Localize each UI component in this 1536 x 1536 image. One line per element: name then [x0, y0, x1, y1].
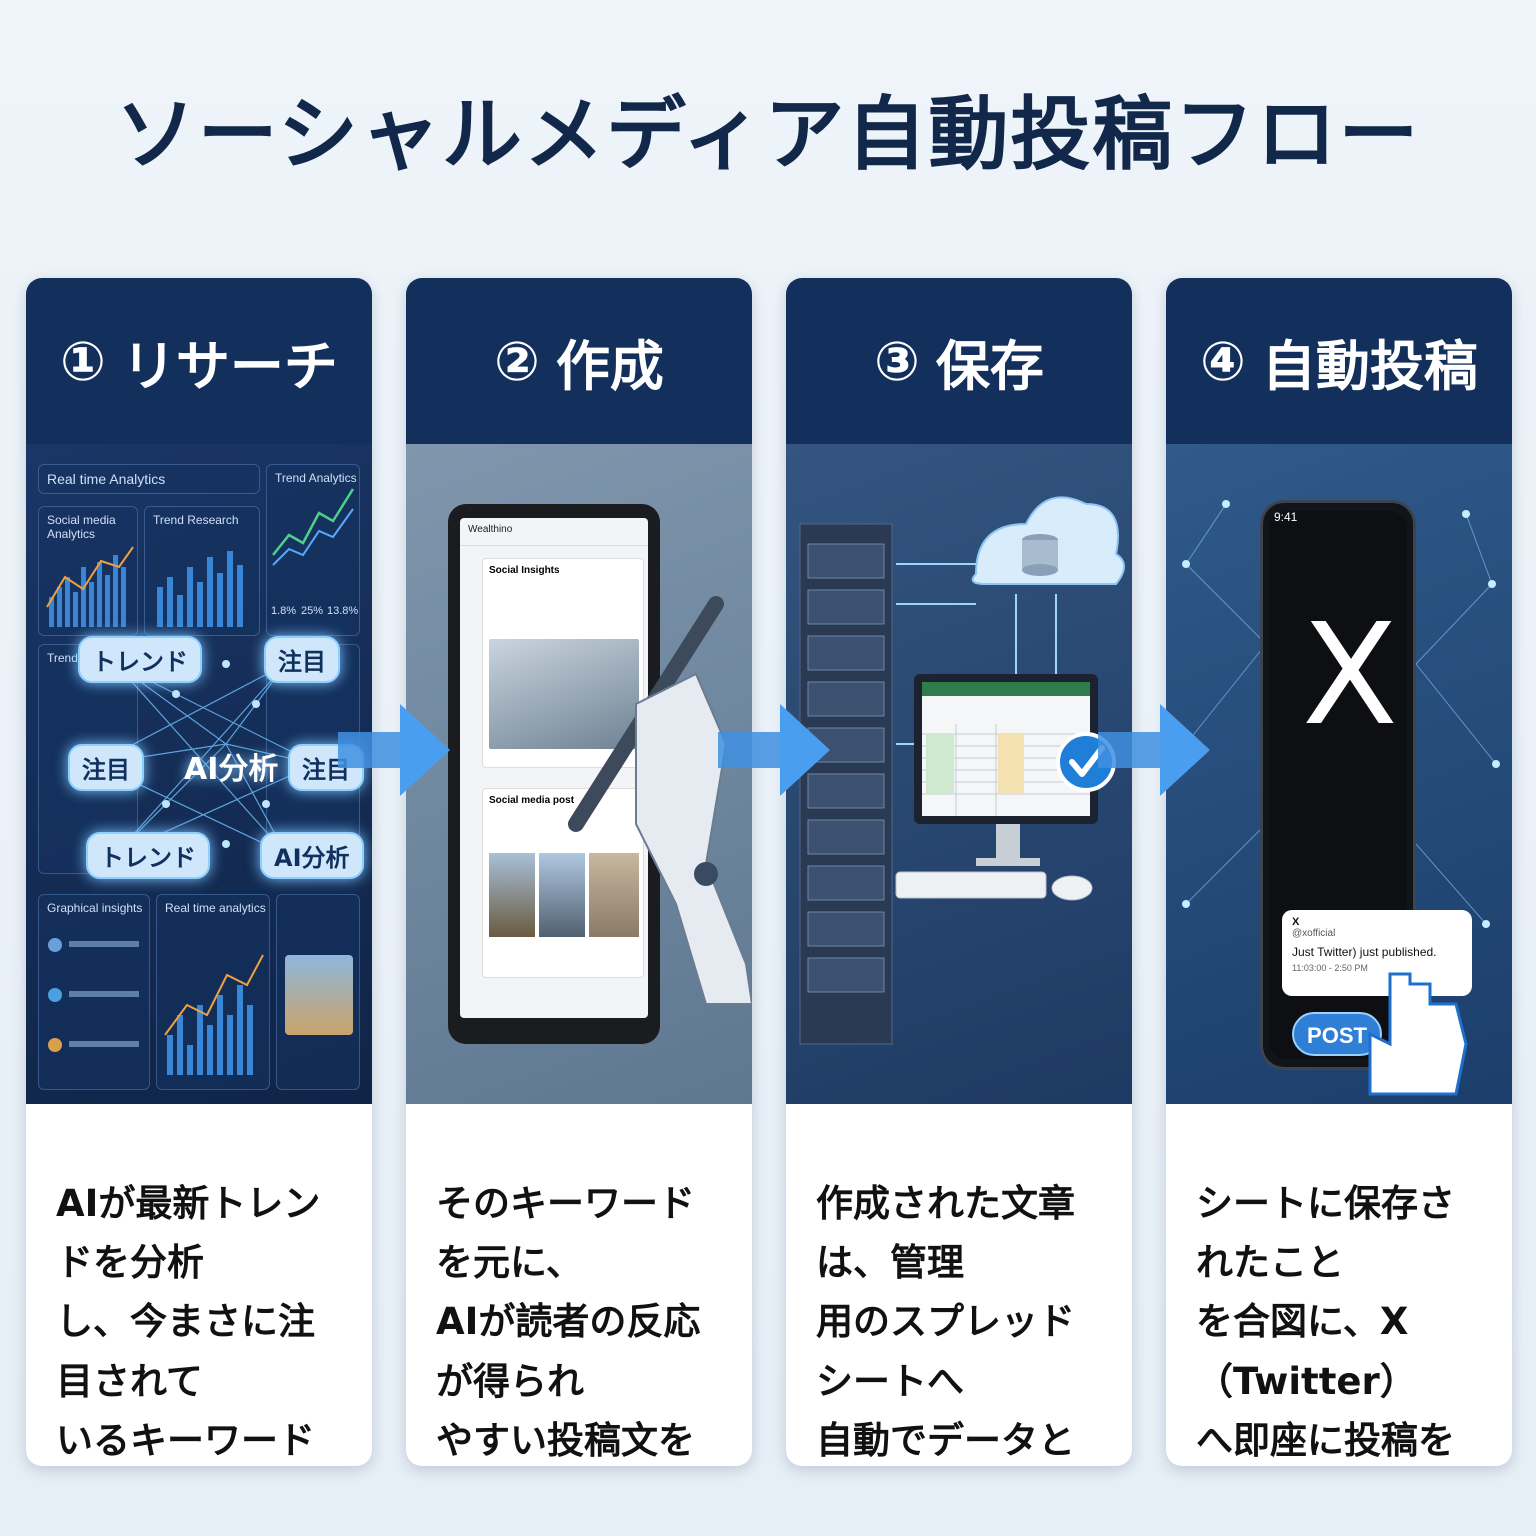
- flow-arrow-icon: [1098, 704, 1210, 796]
- step-header: ③ 保存: [786, 278, 1132, 444]
- flow-arrow-icon: [338, 704, 450, 796]
- step-header: ② 作成: [406, 278, 752, 444]
- step-card-save: ③ 保存: [786, 278, 1132, 1466]
- page-title: ソーシャルメディア自動投稿フロー: [115, 88, 1421, 181]
- description-line: へ即座に投稿を実行: [1196, 1418, 1455, 1462]
- step-card-autopost: ④ 自動投稿 9:41 X X @xofficial Just Twitter): [1166, 278, 1512, 1466]
- analytics-panel: Social media Analytics: [38, 506, 138, 636]
- list-icon: [48, 938, 139, 1052]
- keyword-chip: トレンド: [86, 832, 210, 879]
- description-line: シートに保存されたこと: [1196, 1182, 1455, 1285]
- description-line: 用のスプレッドシートへ: [816, 1300, 1075, 1403]
- app-bar: Wealthino: [460, 518, 648, 546]
- step-description: AIが最新トレンドを分析 し、今まさに注目されて いるキーワードを特定: [26, 1104, 372, 1466]
- description-line: を合図に、X（Twitter）: [1196, 1300, 1417, 1403]
- keyword-chip: 注目: [68, 744, 144, 791]
- research-visual: Real time Analytics Social media Analyti…: [26, 444, 372, 1104]
- step-description: シートに保存されたこと を合図に、X（Twitter） へ即座に投稿を実行: [1166, 1104, 1512, 1466]
- step-heading: 作成: [555, 334, 664, 398]
- ai-analysis-label: AI分析: [184, 752, 279, 787]
- keyword-chip: トレンド: [78, 636, 202, 683]
- analytics-panel: Trend Analytics 1.8% 25% 13.8%: [266, 464, 360, 636]
- network-graph-icon: [1182, 500, 1500, 928]
- panel-label: Real time analytics: [165, 901, 266, 915]
- step-heading: 保存: [935, 334, 1044, 398]
- post-card: Social Insights: [482, 558, 644, 768]
- description-line: AIが読者の反応が得られ: [436, 1300, 701, 1403]
- panel-label: Trend Research: [153, 513, 239, 527]
- step-number: ③: [874, 329, 920, 393]
- line-chart-icon: [272, 488, 355, 566]
- step-heading: 自動投稿: [1261, 334, 1478, 398]
- analytics-panel: Real time Analytics: [38, 464, 260, 494]
- create-visual: Wealthino Social Insights Social media p…: [406, 444, 752, 1104]
- description-line: やすい投稿文を自動生成: [436, 1418, 695, 1462]
- stat-value: 13.8%: [327, 605, 359, 617]
- bar-chart-icon: [157, 551, 243, 627]
- autopost-visual: 9:41 X X @xofficial Just Twitter) just p…: [1166, 444, 1512, 1104]
- city-image: [285, 955, 353, 1035]
- stat-value: 1.8%: [271, 605, 297, 617]
- post-image: [489, 853, 535, 937]
- keyword-chip: 注目: [264, 636, 340, 683]
- flow-arrow-icon: [718, 704, 830, 796]
- description-line: そのキーワードを元に、: [436, 1182, 695, 1285]
- step-card-research: ① リサーチ Real time Analytics Social media …: [26, 278, 372, 1466]
- bar-chart-icon: [164, 954, 264, 1075]
- post-notification: X @xofficial Just Twitter) just publishe…: [1282, 910, 1472, 996]
- post-image: [539, 853, 585, 937]
- post-image: [589, 853, 639, 937]
- step-number: ②: [494, 329, 540, 393]
- stat-value: 25%: [301, 605, 324, 617]
- server-cloud-icon: [799, 496, 1125, 1045]
- step-number: ①: [60, 329, 106, 393]
- panel-label: Real time Analytics: [47, 471, 166, 487]
- post-card: Social media post: [482, 788, 644, 978]
- analytics-panel: [276, 894, 360, 1090]
- step-description: 作成された文章は、管理 用のスプレッドシートへ 自動でデータとして蓄積: [786, 1104, 1132, 1466]
- description-line: 作成された文章は、管理: [816, 1182, 1075, 1285]
- notification-text: Just Twitter) just published.: [1292, 945, 1437, 959]
- description-line: AIが最新トレンドを分析: [56, 1182, 321, 1285]
- save-visual: [786, 444, 1132, 1104]
- panel-label: Social media Analytics: [47, 513, 116, 541]
- post-button[interactable]: POST: [1292, 1012, 1382, 1056]
- panel-label: Trend Analytics: [275, 471, 357, 485]
- step-header: ① リサーチ: [26, 278, 372, 444]
- step-heading: リサーチ: [121, 334, 338, 398]
- description-line: 自動でデータとして蓄積: [816, 1418, 1075, 1462]
- description-line: いるキーワードを特定: [56, 1418, 315, 1462]
- description-line: し、今まさに注目されて: [56, 1300, 315, 1403]
- post-title: Social Insights: [489, 565, 560, 576]
- step-description: そのキーワードを元に、 AIが読者の反応が得られ やすい投稿文を自動生成: [406, 1104, 752, 1466]
- step-number: ④: [1200, 329, 1246, 393]
- post-title: Social media post: [489, 795, 575, 806]
- panel-label: Graphical insights: [47, 901, 143, 915]
- keyword-chip: AI分析: [260, 832, 364, 879]
- tablet-frame: Wealthino Social Insights Social media p…: [448, 504, 660, 1044]
- tablet-screen: Wealthino Social Insights Social media p…: [460, 518, 648, 1018]
- bar-chart-icon: [46, 546, 134, 627]
- x-logo: X: [1302, 594, 1398, 757]
- analytics-panel: Graphical insights: [38, 894, 150, 1090]
- notification-handle: @xofficial: [1292, 928, 1336, 939]
- analytics-panel: Trend Research: [144, 506, 260, 636]
- notification-name: X: [1292, 916, 1300, 928]
- phone-time: 9:41: [1274, 510, 1298, 524]
- step-header: ④ 自動投稿: [1166, 278, 1512, 444]
- notification-time: 11:03:00 - 2:50 PM: [1292, 963, 1368, 973]
- app-name: Wealthino: [468, 524, 513, 535]
- post-image: [489, 639, 639, 749]
- analytics-panel: Real time analytics: [156, 894, 270, 1090]
- step-card-create: ② 作成 Wealthino Social Insights Social me…: [406, 278, 752, 1466]
